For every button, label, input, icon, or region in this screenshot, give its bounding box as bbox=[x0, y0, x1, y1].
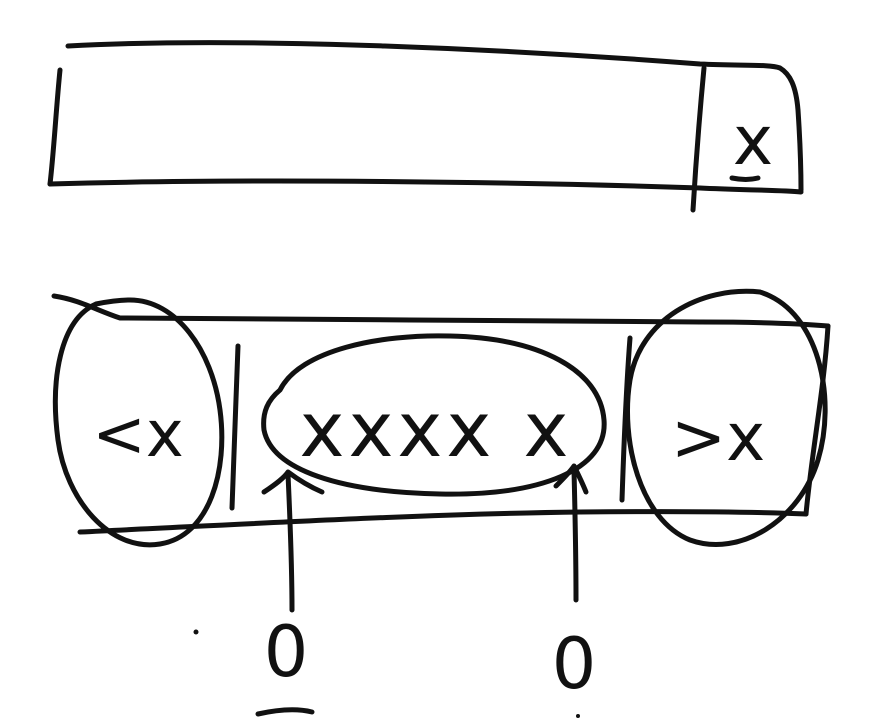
partitioned-array-bottom-edge bbox=[77, 509, 809, 535]
top-array-bottom-edge bbox=[47, 178, 804, 195]
partitioned-array-right-edge bbox=[803, 323, 831, 517]
right-pointer-arrowhead bbox=[553, 463, 589, 495]
partitioned-array-top-edge bbox=[51, 293, 831, 329]
left-pointer-arrowhead bbox=[261, 469, 325, 495]
top-array: x bbox=[47, 40, 804, 213]
left-pointer-shaft bbox=[285, 471, 295, 613]
right-pointer-value: 0 bbox=[552, 623, 597, 705]
left-pointer-value: 0 bbox=[264, 611, 309, 693]
middle-region-label: xxxx x bbox=[299, 385, 572, 474]
right-region-label: >x bbox=[671, 399, 765, 476]
partition-divider-left bbox=[229, 343, 241, 511]
top-array-divider bbox=[690, 65, 707, 213]
stray-dot bbox=[576, 714, 580, 718]
right-pointer: 0 bbox=[552, 463, 597, 705]
top-array-left-edge bbox=[47, 67, 63, 187]
left-region-circle bbox=[52, 297, 225, 548]
right-pointer-shaft bbox=[571, 467, 579, 603]
top-array-label-underline bbox=[729, 175, 761, 182]
top-array-last-cell-label: x bbox=[733, 102, 773, 181]
left-region-label: <x bbox=[92, 398, 184, 472]
top-array-top-edge bbox=[65, 40, 804, 193]
right-region-circle bbox=[625, 288, 828, 547]
stray-dot bbox=[193, 629, 199, 635]
left-pointer: 0 bbox=[255, 469, 325, 717]
middle-region-ellipse bbox=[261, 333, 607, 497]
partitioned-array: <x xxxx x >x bbox=[51, 288, 831, 548]
left-pointer-underline bbox=[255, 707, 315, 717]
